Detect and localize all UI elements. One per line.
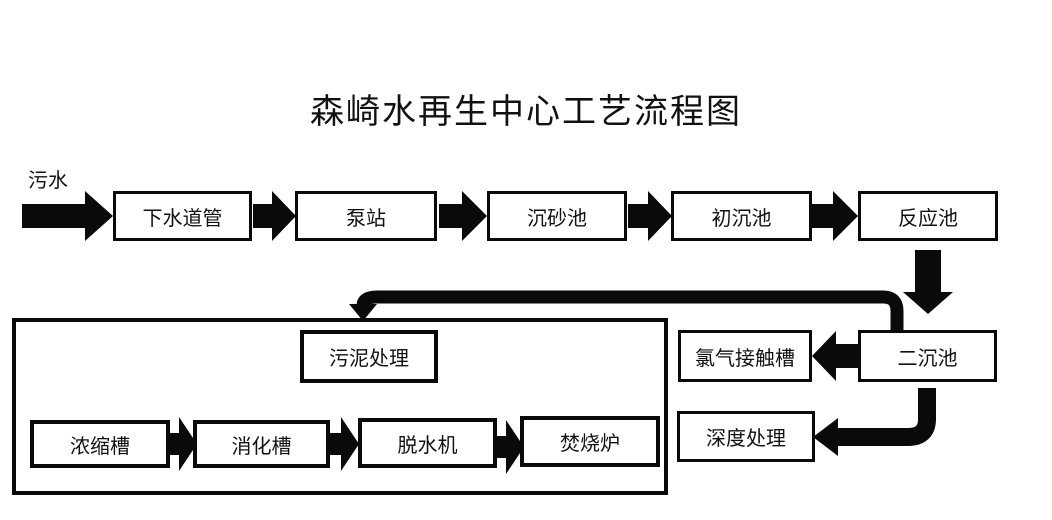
node-grit-chamber: 沉砂池 xyxy=(487,191,627,241)
influent-label: 污水 xyxy=(28,168,68,192)
edge-digester-to-dewatering-arrow xyxy=(329,417,359,471)
node-digester-label: 消化槽 xyxy=(231,433,292,458)
node-grit-chamber-label: 沉砂池 xyxy=(527,205,587,230)
node-advanced-treatment-label: 深度处理 xyxy=(706,426,786,450)
edge-sewer-to-pump-arrow xyxy=(253,191,296,241)
node-incinerator: 焚烧炉 xyxy=(520,416,660,467)
node-sewer-pipe: 下水道管 xyxy=(113,191,252,241)
node-secondary-sedimentation: 二沉池 xyxy=(858,330,997,382)
diagram-title: 森崎水再生中心工艺流程图 xyxy=(310,92,742,132)
node-incinerator-label: 焚烧炉 xyxy=(560,431,620,455)
node-thickener-label: 浓缩槽 xyxy=(70,433,130,458)
node-digester: 消化槽 xyxy=(193,420,330,468)
node-sewer-pipe-label: 下水道管 xyxy=(142,205,223,230)
edge-dewatering-to-incinerator-arrow xyxy=(494,420,524,474)
edge-pump-to-grit-arrow xyxy=(439,191,487,241)
node-dewatering-machine-label: 脱水机 xyxy=(397,432,458,457)
node-sludge-treatment: 污泥处理 xyxy=(300,330,438,383)
sludge-section-box xyxy=(12,318,668,495)
node-thickener: 浓缩槽 xyxy=(30,420,170,468)
node-dewatering-machine: 脱水机 xyxy=(358,418,497,468)
edge-influent-to-sewer-arrow xyxy=(22,191,113,241)
node-secondary-sedimentation-label: 二沉池 xyxy=(897,345,958,370)
node-sludge-treatment-label: 污泥处理 xyxy=(329,346,409,370)
node-pump-station: 泵站 xyxy=(295,191,437,241)
edge-grit-to-primary-arrow xyxy=(628,191,672,241)
edge-secondary-to-chlorine-arrow xyxy=(812,331,858,381)
node-chlorine-contact-label: 氯气接触槽 xyxy=(695,345,795,370)
node-reaction-tank: 反应池 xyxy=(858,191,998,241)
edge-primary-to-reaction-arrow xyxy=(812,191,858,241)
edge-thickener-to-digester-arrow xyxy=(167,417,197,471)
node-advanced-treatment: 深度处理 xyxy=(677,411,815,462)
edge-reaction-to-secondary-arrow xyxy=(903,250,953,314)
node-pump-station-label: 泵站 xyxy=(346,205,386,230)
node-primary-sedimentation: 初沉池 xyxy=(671,191,812,241)
node-reaction-tank-label: 反应池 xyxy=(898,205,958,230)
edge-secondary-to-advanced-connector xyxy=(813,388,936,456)
node-chlorine-contact: 氯气接触槽 xyxy=(678,330,812,382)
node-primary-sedimentation-label: 初沉池 xyxy=(711,205,772,230)
